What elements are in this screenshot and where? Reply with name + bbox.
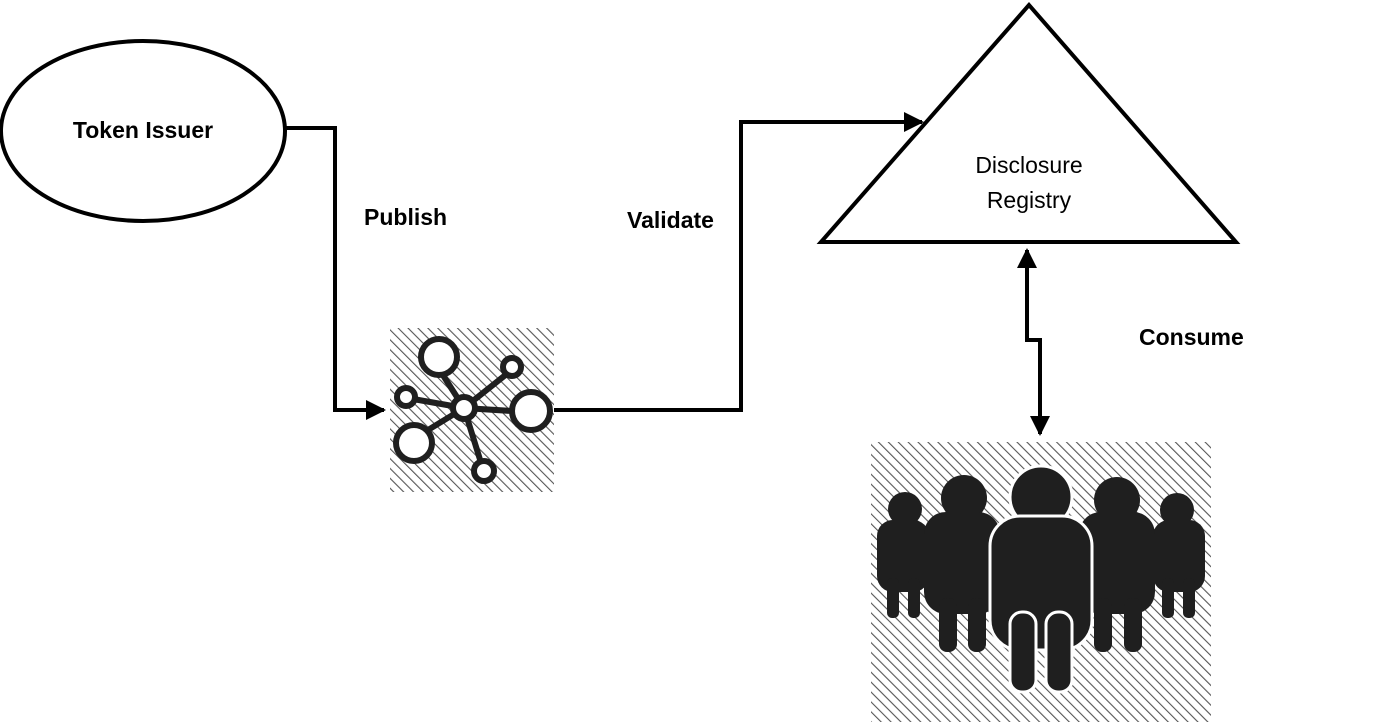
consume-edge [1017, 248, 1050, 436]
disclosure-registry-node [816, 1, 1241, 244]
publish-edge-label: Publish [364, 204, 448, 230]
token-issuer-label: Token Issuer [72, 117, 214, 144]
token-issuer-node [0, 39, 287, 223]
people-group-icon [871, 442, 1211, 722]
publish-edge [285, 126, 386, 420]
validate-edge [553, 112, 924, 412]
disclosure-registry-label-line-1: Disclosure [975, 152, 1083, 178]
validate-edge-label: Validate [627, 207, 714, 233]
network-nodes-icon [390, 328, 554, 492]
consume-edge-label: Consume [1139, 324, 1244, 350]
disclosure-registry-label: Disclosure Registry [975, 148, 1082, 218]
disclosure-registry-label-line-2: Registry [986, 187, 1072, 213]
